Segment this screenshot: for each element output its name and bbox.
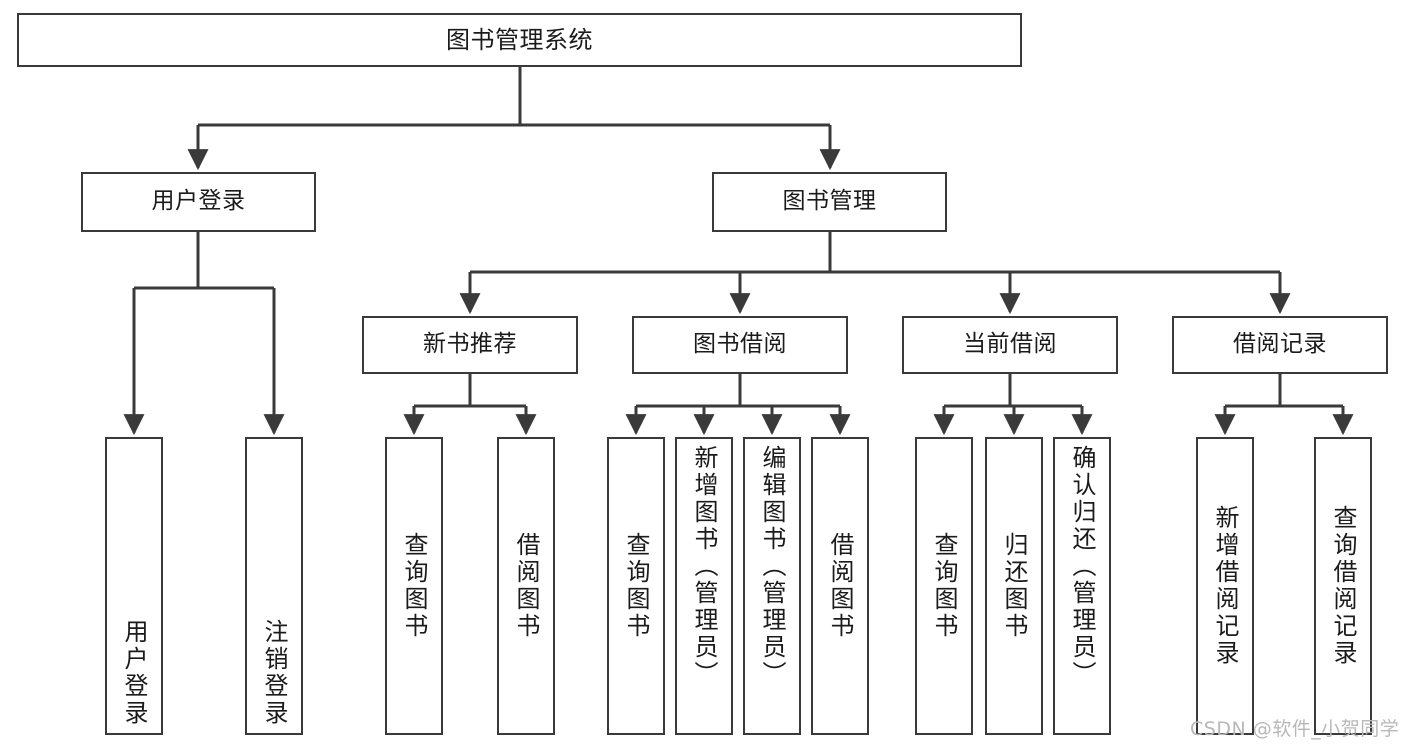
- node-borrow-record-label: 借阅记录: [1233, 331, 1327, 358]
- leaf-query-book-1[interactable]: 查询图书: [385, 437, 443, 735]
- leaf-query-book-3[interactable]: 查询图书: [915, 437, 973, 735]
- node-user-login[interactable]: 用户登录: [81, 172, 316, 232]
- leaf-logout-login-label: 注销登录: [260, 619, 288, 727]
- node-book-borrow[interactable]: 图书借阅: [632, 316, 848, 374]
- node-root-label: 图书管理系统: [446, 25, 593, 54]
- node-borrow-record[interactable]: 借阅记录: [1172, 316, 1388, 374]
- leaf-borrow-book-2[interactable]: 借阅图书: [811, 437, 869, 735]
- leaf-add-book-label: 新增图书（管理员）: [690, 445, 718, 688]
- leaf-edit-book-label: 编辑图书（管理员）: [758, 445, 786, 688]
- node-book-manage[interactable]: 图书管理: [712, 172, 947, 232]
- node-new-book-recommend[interactable]: 新书推荐: [362, 316, 578, 374]
- leaf-confirm-return[interactable]: 确认归还（管理员）: [1053, 437, 1111, 735]
- leaf-logout-login[interactable]: 注销登录: [245, 437, 303, 735]
- node-book-borrow-label: 图书借阅: [693, 331, 787, 358]
- leaf-query-record[interactable]: 查询借阅记录: [1314, 437, 1372, 735]
- leaf-query-book-2[interactable]: 查询图书: [607, 437, 665, 735]
- leaf-return-book-label: 归还图书: [1000, 532, 1028, 640]
- leaf-user-login-label: 用户登录: [120, 619, 148, 727]
- node-new-book-recommend-label: 新书推荐: [423, 331, 517, 358]
- node-current-borrow-label: 当前借阅: [963, 331, 1057, 358]
- leaf-add-record-label: 新增借阅记录: [1211, 505, 1239, 667]
- leaf-query-book-2-label: 查询图书: [622, 532, 650, 640]
- node-user-login-label: 用户登录: [151, 188, 246, 215]
- leaf-add-record[interactable]: 新增借阅记录: [1196, 437, 1254, 735]
- leaf-return-book[interactable]: 归还图书: [985, 437, 1043, 735]
- leaf-borrow-book-1[interactable]: 借阅图书: [497, 437, 555, 735]
- leaf-query-book-3-label: 查询图书: [930, 532, 958, 640]
- leaf-edit-book[interactable]: 编辑图书（管理员）: [743, 437, 801, 735]
- node-current-borrow[interactable]: 当前借阅: [902, 316, 1118, 374]
- leaf-user-login[interactable]: 用户登录: [105, 437, 163, 735]
- leaf-borrow-book-2-label: 借阅图书: [826, 532, 854, 640]
- node-book-manage-label: 图书管理: [782, 188, 877, 215]
- leaf-query-record-label: 查询借阅记录: [1329, 505, 1357, 667]
- leaf-borrow-book-1-label: 借阅图书: [512, 532, 540, 640]
- node-root[interactable]: 图书管理系统: [17, 13, 1022, 67]
- leaf-confirm-return-label: 确认归还（管理员）: [1068, 445, 1096, 688]
- leaf-query-book-1-label: 查询图书: [400, 532, 428, 640]
- leaf-add-book[interactable]: 新增图书（管理员）: [675, 437, 733, 735]
